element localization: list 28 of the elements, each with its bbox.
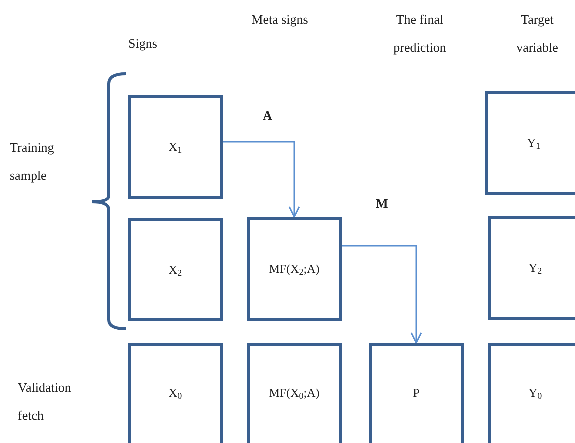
box-label: MF(X$_{2}$;A) xyxy=(269,261,320,278)
process-box xyxy=(369,343,464,443)
header-label: Target variable xyxy=(516,11,560,57)
box-label: Y$_{0}$ xyxy=(528,384,542,402)
header-label: Validation fetch xyxy=(18,379,72,425)
box-label: Y$_{2}$ xyxy=(528,260,542,277)
matrix-label: M xyxy=(376,195,390,213)
arrow xyxy=(342,245,422,344)
header-label: Signs xyxy=(128,35,158,53)
process-box xyxy=(128,95,223,199)
box-label: MF(X$_{0}$;A) xyxy=(269,384,320,402)
process-box xyxy=(247,217,342,321)
box-label: X$_{2}$ xyxy=(168,262,182,278)
header-label: Meta signs xyxy=(250,11,310,29)
process-box xyxy=(488,216,575,320)
box-label: X$_{0}$ xyxy=(168,384,182,402)
process-box xyxy=(488,343,575,443)
box-label: P xyxy=(413,384,420,402)
box-label: Y$_{1}$ xyxy=(527,135,541,152)
box-label: X$_{1}$ xyxy=(168,139,182,156)
process-box xyxy=(128,218,223,321)
process-box xyxy=(128,343,223,443)
header-label: The final prediction xyxy=(392,11,448,57)
arrow xyxy=(223,141,300,218)
matrix-label: A xyxy=(263,107,274,125)
process-box xyxy=(485,91,575,195)
header-label: Training sample xyxy=(10,139,56,185)
process-box xyxy=(247,343,342,443)
